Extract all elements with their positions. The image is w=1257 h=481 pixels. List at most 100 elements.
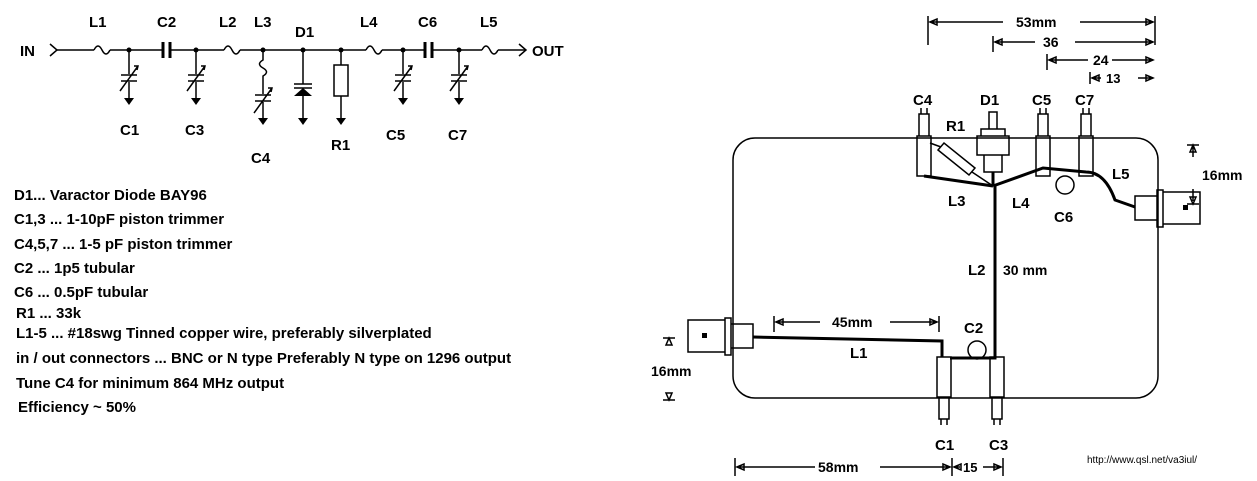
c4-trimmer-body	[916, 108, 932, 177]
parts-list-item-7: L1-5 ... #18swg Tinned copper wire, pref…	[16, 325, 432, 342]
layout-label-l3: L3	[948, 193, 966, 210]
output-connector	[1134, 189, 1201, 228]
enclosure-box	[732, 137, 1159, 399]
parts-list-item-5: C6 ... 0.5pF tubular	[14, 284, 149, 301]
parts-list-item-10: Efficiency ~ 50%	[18, 399, 136, 416]
d1-leads	[294, 50, 312, 118]
layout-drawing: 53mm 36 24 13 C4 C5 C7 D1 R1 L3 L4 C6 L5…	[651, 14, 1242, 476]
input-label: IN	[20, 43, 35, 60]
schematic-label-l4: L4	[360, 14, 378, 31]
dim-bottom-15: 15	[963, 460, 977, 475]
parts-list-item-4: C2 ... 1p5 tubular	[14, 260, 135, 277]
c3-trimmer-body	[989, 356, 1005, 425]
dim-left-16: 16mm	[651, 363, 691, 379]
layout-label-c6: C6	[1054, 209, 1073, 226]
r1-resistor-body	[929, 141, 994, 187]
schematic-label-r1: R1	[331, 137, 350, 154]
dim-right-16: 16mm	[1202, 167, 1242, 183]
credit-url: http://www.qsl.net/va3iul/	[1087, 455, 1198, 466]
layout-label-c4: C4	[913, 92, 933, 109]
schematic-label-l3: L3	[254, 14, 272, 31]
layout-label-l2: L2	[968, 262, 986, 279]
c4-trimmer	[253, 87, 273, 118]
c1-trimmer-body	[936, 356, 952, 425]
parts-list-item-1: D1... Varactor Diode BAY96	[14, 187, 207, 204]
dim-l1-45-line	[773, 316, 940, 332]
c3-trimmer	[186, 50, 206, 98]
schematic-label-c1: C1	[120, 122, 139, 139]
dim-l2-length: 30 mm	[1003, 262, 1047, 278]
r1-ground-arrow	[336, 118, 346, 125]
dim-top-53-line	[927, 16, 1156, 45]
schematic-label-d1: D1	[295, 24, 314, 41]
c2-leads	[950, 330, 997, 360]
dim-left-16-line	[663, 336, 675, 402]
c7-trimmer	[449, 50, 469, 98]
l3-wire	[923, 174, 994, 188]
parts-list-item-6: R1 ... 33k	[16, 305, 82, 322]
schematic: IN OUT	[20, 14, 564, 167]
c5-trimmer-body	[1035, 108, 1051, 177]
layout-label-l1: L1	[850, 345, 868, 362]
dim-bottom-58: 58mm	[818, 459, 858, 475]
layout-label-c3: C3	[989, 437, 1008, 454]
c5-ground-arrow	[398, 98, 408, 105]
dim-l1-length: 45mm	[832, 314, 872, 330]
l1-wire	[752, 335, 944, 357]
schematic-label-c2: C2	[157, 14, 176, 31]
layout-label-c5: C5	[1032, 92, 1051, 109]
layout-label-d1: D1	[980, 92, 999, 109]
dim-top-53: 53mm	[1016, 14, 1056, 30]
layout-label-c1: C1	[935, 437, 954, 454]
schematic-label-l5: L5	[480, 14, 498, 31]
dim-top-13: 13	[1106, 71, 1120, 86]
l2-inductor	[223, 45, 241, 55]
c7-trimmer-body	[1078, 108, 1094, 177]
c3-ground-arrow	[191, 98, 201, 105]
r1-resistor	[333, 64, 349, 97]
d1-varactor-body	[976, 111, 1010, 173]
dim-top-24-line	[1046, 54, 1155, 70]
c1-ground-arrow	[124, 98, 134, 105]
schematic-label-c6: C6	[418, 14, 437, 31]
schematic-label-l1: L1	[89, 14, 107, 31]
dim-top-36-line	[992, 36, 1155, 52]
l5-inductor	[481, 45, 499, 55]
output-label: OUT	[532, 43, 564, 60]
output-arrow	[518, 43, 528, 57]
c7-ground-arrow	[454, 98, 464, 105]
dim-top-24: 24	[1093, 52, 1109, 68]
layout-label-l5: L5	[1112, 166, 1130, 183]
parts-list-item-9: Tune C4 for minimum 864 MHz output	[16, 375, 285, 392]
layout-label-c7: C7	[1075, 92, 1094, 109]
dim-right-16-line	[1187, 143, 1199, 206]
parts-list-item-8: in / out connectors ... BNC or N type Pr…	[16, 350, 512, 367]
layout-label-l4: L4	[1012, 195, 1030, 212]
c5-trimmer	[393, 50, 413, 98]
l4-inductor	[365, 45, 383, 55]
schematic-label-c3: C3	[185, 122, 204, 139]
c1-trimmer	[119, 50, 139, 98]
schematic-label-l2: L2	[219, 14, 237, 31]
output-connector-pin	[1183, 205, 1188, 210]
d1-ground-arrow	[298, 118, 308, 125]
l1-inductor	[93, 45, 111, 55]
d1-diode	[294, 88, 312, 96]
input-connector	[687, 317, 754, 356]
schematic-label-c5: C5	[386, 127, 405, 144]
dim-top-36: 36	[1043, 34, 1059, 50]
c4-ground-arrow	[258, 118, 268, 125]
dim-top-13-line	[1089, 72, 1155, 84]
layout-label-r1: R1	[946, 118, 965, 135]
l3-inductor	[258, 50, 268, 94]
c2-capacitor-body	[967, 340, 987, 360]
l4-wire	[992, 166, 1136, 209]
parts-list-item-2: C1,3 ... 1-10pF piston trimmer	[14, 211, 225, 228]
c6-capacitor	[423, 42, 434, 58]
parts-list-item-3: C4,5,7 ... 1-5 pF piston trimmer	[14, 236, 233, 253]
layout-label-c2: C2	[964, 320, 983, 337]
c2-capacitor	[161, 42, 172, 58]
dim-bottom-15-line	[952, 458, 1004, 476]
schematic-label-c7: C7	[448, 127, 467, 144]
